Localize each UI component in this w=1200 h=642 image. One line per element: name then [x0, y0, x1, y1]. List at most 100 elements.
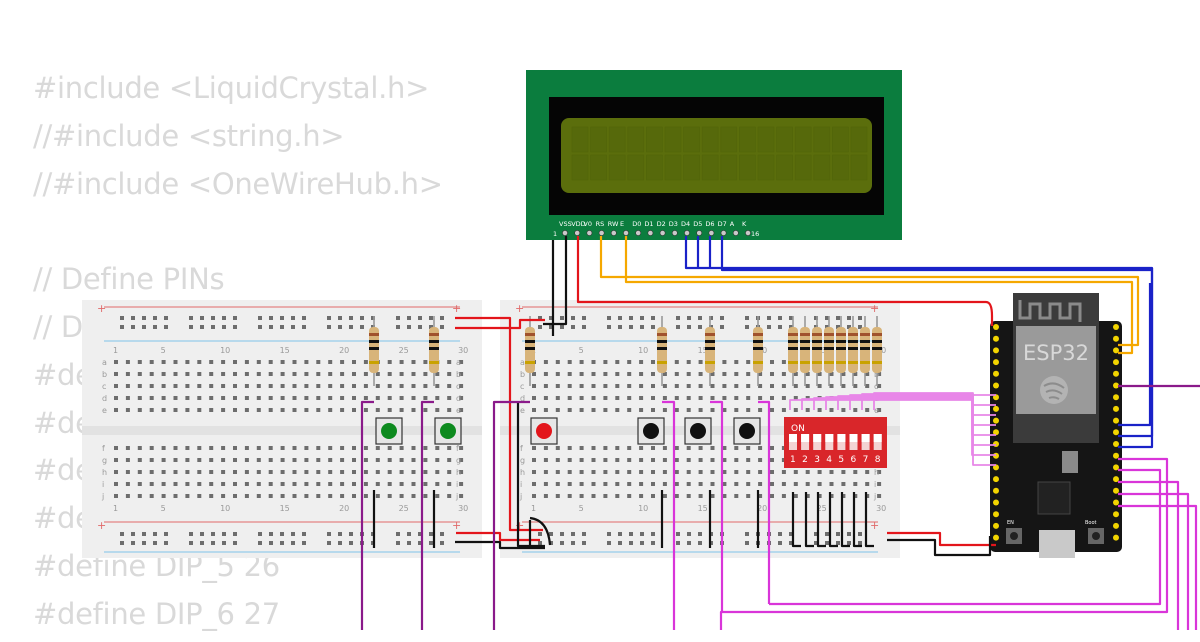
grid-hole[interactable] [209, 494, 214, 498]
grid-hole[interactable] [125, 396, 130, 400]
rail-hole[interactable] [349, 316, 353, 320]
grid-hole[interactable] [674, 384, 679, 388]
rail-hole[interactable] [258, 532, 262, 536]
grid-hole[interactable] [233, 482, 237, 486]
grid-hole[interactable] [197, 482, 202, 486]
rail-hole[interactable] [164, 316, 168, 320]
grid-hole[interactable] [662, 396, 667, 400]
grid-hole[interactable] [627, 482, 632, 486]
rail-hole[interactable] [709, 316, 713, 320]
grid-hole[interactable] [686, 470, 691, 474]
grid-hole[interactable] [615, 372, 620, 376]
grid-hole[interactable] [268, 482, 273, 486]
grid-hole[interactable] [615, 408, 620, 412]
grid-hole[interactable] [197, 470, 202, 474]
grid-hole[interactable] [233, 408, 237, 412]
resistor[interactable] [824, 316, 834, 386]
grid-hole[interactable] [532, 408, 536, 412]
grid-hole[interactable] [710, 384, 715, 388]
grid-hole[interactable] [829, 470, 834, 474]
grid-hole[interactable] [137, 482, 142, 486]
rail-hole[interactable] [858, 541, 862, 545]
rail-hole[interactable] [720, 316, 724, 320]
rail-hole[interactable] [814, 532, 818, 536]
grid-hole[interactable] [328, 470, 333, 474]
grid-hole[interactable] [292, 470, 297, 474]
grid-hole[interactable] [805, 408, 810, 412]
grid-hole[interactable] [221, 408, 226, 412]
esp32-pin[interactable] [993, 522, 999, 529]
grid-hole[interactable] [591, 470, 596, 474]
grid-hole[interactable] [662, 470, 667, 474]
resistor[interactable] [429, 316, 439, 386]
grid-hole[interactable] [340, 482, 345, 486]
rail-hole[interactable] [789, 532, 793, 536]
grid-hole[interactable] [805, 384, 810, 388]
grid-hole[interactable] [651, 408, 655, 412]
rail-hole[interactable] [371, 316, 375, 320]
grid-hole[interactable] [375, 470, 380, 474]
resistor[interactable] [753, 316, 763, 386]
rail-hole[interactable] [618, 325, 622, 329]
rail-hole[interactable] [814, 541, 818, 545]
grid-hole[interactable] [627, 360, 632, 364]
rail-hole[interactable] [338, 532, 342, 536]
rail-hole[interactable] [429, 532, 433, 536]
grid-hole[interactable] [292, 494, 297, 498]
grid-hole[interactable] [853, 384, 858, 388]
resistor[interactable] [657, 316, 667, 386]
grid-hole[interactable] [543, 408, 548, 412]
grid-hole[interactable] [781, 372, 786, 376]
grid-hole[interactable] [698, 360, 703, 364]
grid-hole[interactable] [615, 396, 620, 400]
grid-hole[interactable] [435, 470, 440, 474]
rail-hole[interactable] [607, 532, 611, 536]
grid-hole[interactable] [114, 360, 118, 364]
grid-hole[interactable] [579, 396, 584, 400]
rail-hole[interactable] [560, 541, 564, 545]
grid-hole[interactable] [304, 470, 309, 474]
grid-hole[interactable] [579, 384, 584, 388]
grid-hole[interactable] [686, 482, 691, 486]
grid-hole[interactable] [543, 494, 548, 498]
resistor[interactable] [848, 316, 858, 386]
rail-hole[interactable] [142, 316, 146, 320]
grid-hole[interactable] [125, 372, 130, 376]
grid-hole[interactable] [662, 384, 667, 388]
grid-hole[interactable] [399, 396, 404, 400]
grid-hole[interactable] [447, 446, 452, 450]
rail-hole[interactable] [302, 541, 306, 545]
rail-hole[interactable] [233, 541, 237, 545]
rail-hole[interactable] [258, 316, 262, 320]
grid-hole[interactable] [185, 458, 190, 462]
usb-port[interactable] [1039, 530, 1075, 558]
grid-hole[interactable] [698, 384, 703, 388]
grid-hole[interactable] [280, 408, 285, 412]
esp32-pin[interactable] [1113, 335, 1119, 342]
grid-hole[interactable] [209, 408, 214, 412]
esp32-pin[interactable] [1113, 347, 1119, 354]
pushbutton[interactable] [434, 417, 462, 445]
rail-hole[interactable] [676, 316, 680, 320]
grid-hole[interactable] [399, 384, 404, 388]
grid-hole[interactable] [244, 372, 249, 376]
grid-hole[interactable] [244, 494, 249, 498]
rail-hole[interactable] [142, 541, 146, 545]
rail-hole[interactable] [396, 541, 400, 545]
grid-hole[interactable] [149, 384, 154, 388]
rail-hole[interactable] [153, 541, 157, 545]
grid-hole[interactable] [722, 458, 727, 462]
rail-hole[interactable] [269, 541, 273, 545]
grid-hole[interactable] [710, 446, 715, 450]
grid-hole[interactable] [423, 360, 428, 364]
pushbutton[interactable] [530, 417, 558, 445]
grid-hole[interactable] [698, 494, 703, 498]
grid-hole[interactable] [567, 458, 572, 462]
grid-hole[interactable] [543, 372, 548, 376]
grid-hole[interactable] [615, 470, 620, 474]
rail-hole[interactable] [407, 325, 411, 329]
esp32-pin[interactable] [1113, 441, 1119, 447]
